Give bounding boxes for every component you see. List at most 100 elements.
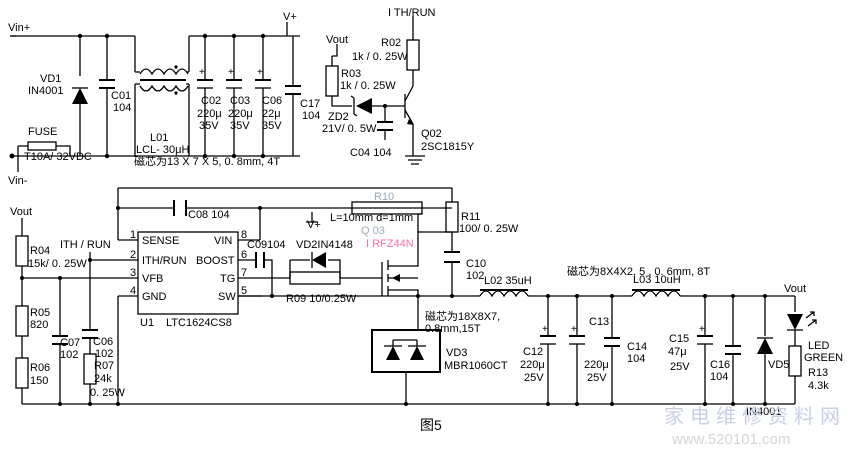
- label-vd5-val: IN4001: [746, 406, 781, 418]
- label-c12-v1: 220μ: [520, 359, 545, 371]
- svg-text:+: +: [228, 67, 234, 78]
- watermark-url: www.520101.com: [671, 431, 790, 448]
- r05-resistor: [15, 305, 29, 337]
- labels: Vin+ Vin- VD1 IN4001 C01 104 FUSE T10A/ …: [8, 7, 843, 418]
- label-c13-v2: 25V: [587, 372, 607, 384]
- label-ith-run-left: ITH / RUN: [60, 239, 111, 251]
- label-c10-val: 102: [466, 270, 484, 282]
- label-c03-v2: 35V: [230, 120, 250, 132]
- label-vout-left: Vout: [10, 206, 32, 218]
- svg-text:+: +: [257, 67, 263, 78]
- label-c16: C16: [710, 359, 730, 371]
- label-c01: C01: [111, 90, 131, 102]
- label-u1-part: LTC1624CS8: [166, 317, 232, 329]
- u1-ic: [137, 231, 239, 315]
- label-pin-8: 8: [241, 229, 247, 241]
- label-r06-val: 150: [30, 375, 48, 387]
- label-l01-val: LCL- 30μH: [136, 144, 189, 156]
- vd1-diode: [72, 88, 88, 104]
- label-irfz: I RFZ44N: [366, 238, 414, 250]
- label-l02-core1: 磁芯为18X8X7,: [425, 309, 500, 323]
- label-vd1-val: IN4001: [28, 85, 63, 97]
- label-c16-val: 104: [710, 371, 728, 383]
- label-pin-2: 2: [130, 249, 136, 261]
- vd5-diode: [757, 338, 773, 354]
- label-r11: R11: [461, 211, 480, 223]
- led-green: [787, 314, 803, 330]
- zd2-zener: [356, 98, 372, 114]
- label-c06-v1: 22μ: [262, 108, 281, 120]
- label-c14: C14: [627, 341, 647, 353]
- l03-inductor: [631, 290, 681, 298]
- label-c13: C13: [589, 316, 609, 328]
- label-c07: C07: [60, 337, 80, 349]
- label-vin-plus: Vin+: [8, 22, 30, 34]
- label-vplus-top: V+: [283, 11, 297, 23]
- label-l03: L03 10uH: [633, 274, 681, 286]
- label-pin-ith: ITH/RUN: [142, 255, 187, 267]
- label-c14-val: 104: [627, 353, 645, 365]
- label-u1: U1: [140, 317, 154, 329]
- label-c09: C09104: [247, 239, 286, 251]
- l01-choke: [134, 36, 190, 156]
- label-r05-val: 820: [30, 319, 48, 331]
- label-zd2-val: 21V/ 0. 5W: [322, 123, 377, 135]
- label-l03-core: 磁芯为8X4X2. 5 , 0. 6mm, 8T: [567, 264, 710, 278]
- c08-cap: [173, 200, 187, 216]
- label-r09: R09 10/0.25W: [286, 293, 357, 305]
- label-vd5: VD5: [768, 359, 789, 371]
- label-l01-core: 磁芯为13 X 7 X 5, 0. 8mm, 4T: [134, 154, 280, 168]
- svg-text:+: +: [571, 324, 577, 335]
- vd2-diode: [312, 252, 326, 268]
- label-c02-v2: 35V: [199, 120, 219, 132]
- label-pin-vfb: VFB: [142, 273, 163, 285]
- label-vin-minus: Vin-: [8, 175, 28, 187]
- label-r03-val: 1k / 0. 25W: [340, 80, 396, 92]
- r09-resistor: [289, 271, 341, 285]
- label-c17: C17: [300, 98, 320, 110]
- label-c15: C15: [669, 333, 689, 345]
- label-r10: R10: [374, 191, 394, 203]
- label-r04: R04: [30, 245, 50, 257]
- label-r02-val: 1k / 0. 25W: [352, 51, 408, 63]
- label-c17-val: 104: [302, 110, 320, 122]
- label-c01-val: 104: [113, 102, 131, 114]
- ith-control: [325, 16, 425, 165]
- label-c03: C03: [230, 95, 250, 107]
- c01-cap: [99, 79, 115, 89]
- r11-resistor: [445, 201, 459, 233]
- fuse-symbol: [27, 141, 57, 151]
- label-pin-6: 6: [241, 249, 247, 261]
- label-c02: C02: [201, 95, 221, 107]
- label-r13-val: 4.3k: [808, 380, 829, 392]
- input-section: +++: [9, 22, 301, 172]
- label-l02: L02 35uH: [484, 275, 532, 287]
- label-c12: C12: [523, 346, 543, 358]
- label-r07: R07: [94, 360, 114, 372]
- r03-resistor: [325, 65, 339, 97]
- label-pin-sw: SW: [218, 291, 236, 303]
- label-r07-v1: 24k: [94, 373, 112, 385]
- svg-text:+: +: [699, 324, 705, 335]
- label-vplus-mid: V+: [307, 219, 321, 231]
- label-q03: Q 03: [361, 225, 385, 237]
- label-pin-7: 7: [241, 267, 247, 279]
- watermark-cn: 家电维修资料网: [664, 405, 846, 428]
- label-c13-v1: 220μ: [584, 359, 609, 371]
- converter-section: + + +: [15, 187, 817, 406]
- label-r03: R03: [341, 68, 361, 80]
- label-l01: L01: [150, 132, 168, 144]
- r06-resistor: [15, 357, 29, 389]
- bulk-caps: +++: [197, 33, 301, 159]
- label-vout-top: Vout: [326, 34, 348, 46]
- label-c15-v2: 25V: [670, 361, 690, 373]
- label-pin-tg: TG: [220, 273, 235, 285]
- label-r07-v2: 0. 25W: [90, 387, 125, 399]
- label-fuse: FUSE: [28, 126, 57, 138]
- label-vd1: VD1: [40, 73, 61, 85]
- q03-mosfet: [381, 213, 452, 296]
- label-pin-sense: SENSE: [142, 235, 179, 247]
- label-c02-v1: 220μ: [197, 108, 222, 120]
- svg-text:+: +: [542, 324, 548, 335]
- label-c10: C10: [466, 258, 486, 270]
